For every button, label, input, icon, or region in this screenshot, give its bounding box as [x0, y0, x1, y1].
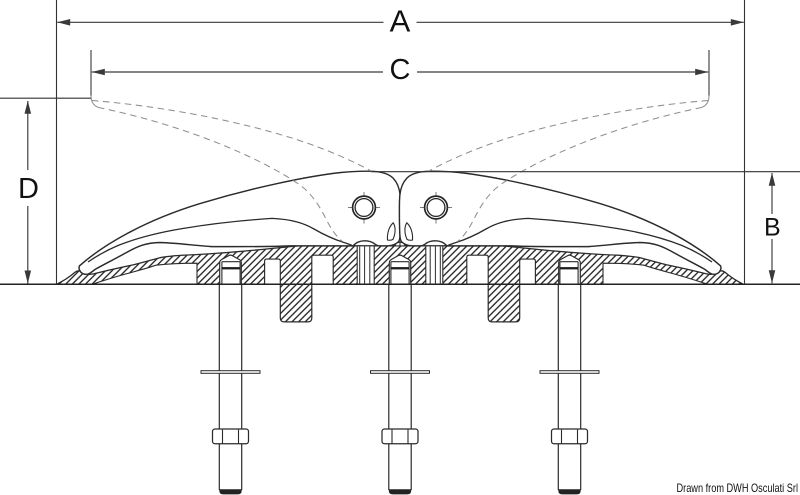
svg-text:A: A — [390, 4, 411, 39]
svg-text:B: B — [764, 214, 781, 242]
svg-text:C: C — [390, 54, 411, 86]
svg-text:Drawn from DWH Osculati Srl: Drawn from DWH Osculati Srl — [677, 481, 799, 495]
svg-text:D: D — [18, 173, 39, 205]
